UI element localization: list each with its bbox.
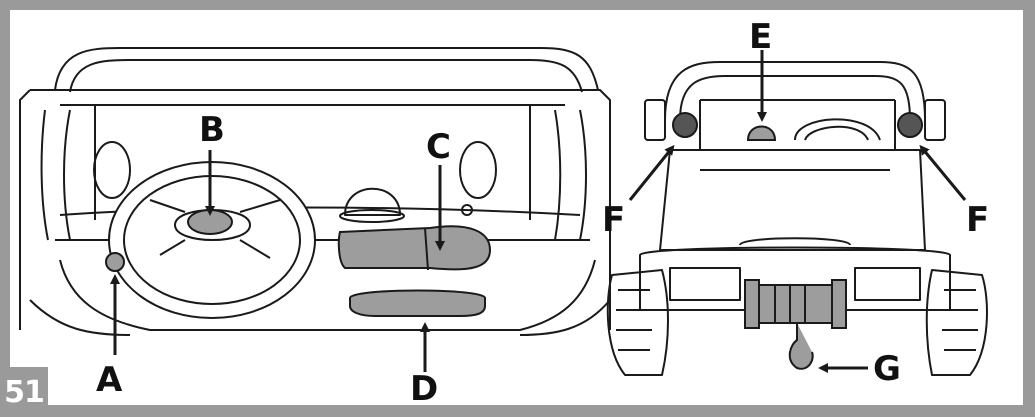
dome-light <box>746 125 777 141</box>
callout-f-right: F <box>966 200 990 240</box>
dashboard-drawing <box>19 47 611 336</box>
shifter-divider <box>424 227 429 271</box>
callout-e: E <box>749 17 773 57</box>
callout-f-left: F <box>602 200 626 240</box>
power-switch <box>105 252 125 272</box>
callout-a: A <box>96 360 123 400</box>
grab-handle <box>349 289 486 317</box>
callout-c: C <box>426 127 451 167</box>
callout-d: D <box>410 369 439 409</box>
gear-shifter <box>337 225 492 271</box>
callout-b: B <box>199 110 225 150</box>
step-number-badge: 51 <box>0 367 48 417</box>
arrow-f-left <box>628 144 675 201</box>
light-right <box>897 112 923 138</box>
callout-g: G <box>873 349 901 389</box>
winch <box>744 279 847 370</box>
steering-wheel <box>108 161 316 319</box>
vehicle-drawing <box>606 61 988 376</box>
light-left <box>672 112 698 138</box>
arrow-f-right <box>919 144 967 201</box>
horn-button <box>187 209 233 235</box>
